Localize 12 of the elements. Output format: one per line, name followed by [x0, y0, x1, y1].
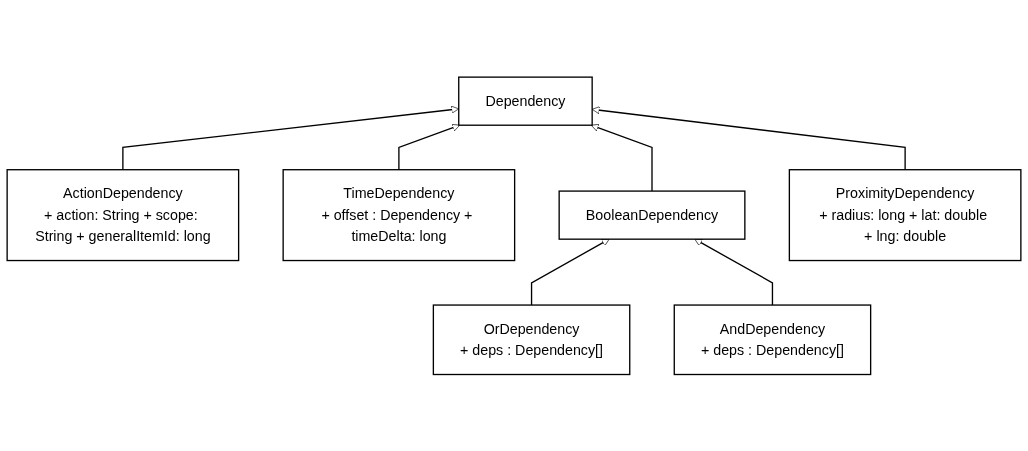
node-box: ProximityDependency + radius: long + lat: double + lng: double	[788, 168, 1022, 261]
arrow	[398, 123, 461, 171]
node-box: AndDependency + deps : Dependency[]	[673, 304, 872, 375]
arrow	[122, 105, 460, 171]
arrow	[590, 123, 653, 192]
node-box: TimeDependency + offset : Dependency + timeDelta: long	[282, 168, 516, 261]
arrow	[694, 238, 774, 306]
node-box: OrDependency + deps : Dependency[]	[432, 304, 631, 375]
node-box: ActionDependency + action: String + scope: String + generalItemId: long	[6, 168, 240, 261]
node-box: Dependency	[458, 76, 593, 126]
node-box: BooleanDependency	[558, 190, 746, 240]
arrow	[530, 238, 610, 306]
